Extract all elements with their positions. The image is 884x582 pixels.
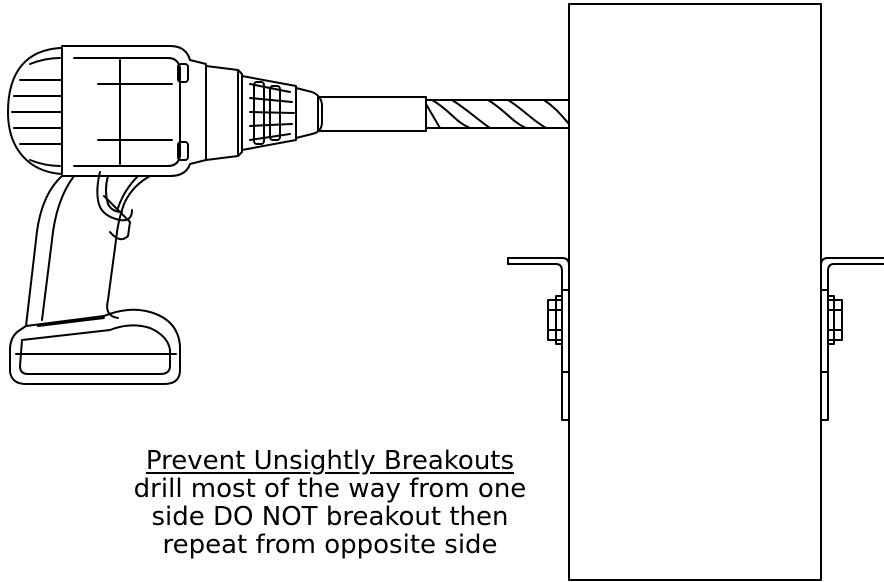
right-bracket-icon — [821, 258, 884, 420]
caption-line-1: drill most of the way from one — [133, 474, 527, 505]
caption-line-2: side DO NOT breakout then — [151, 502, 509, 533]
caption: Prevent Unsightly Breakouts drill most o… — [120, 447, 540, 559]
caption-title: Prevent Unsightly Breakouts — [145, 446, 515, 476]
right-bolt-icon — [828, 296, 842, 344]
wooden-post-icon — [569, 4, 821, 580]
cordless-drill-icon — [8, 46, 322, 384]
left-bolt-icon — [548, 296, 562, 344]
caption-line-3: repeat from opposite side — [162, 530, 498, 561]
drill-bit-icon — [318, 97, 569, 131]
left-bracket-icon — [508, 258, 569, 420]
